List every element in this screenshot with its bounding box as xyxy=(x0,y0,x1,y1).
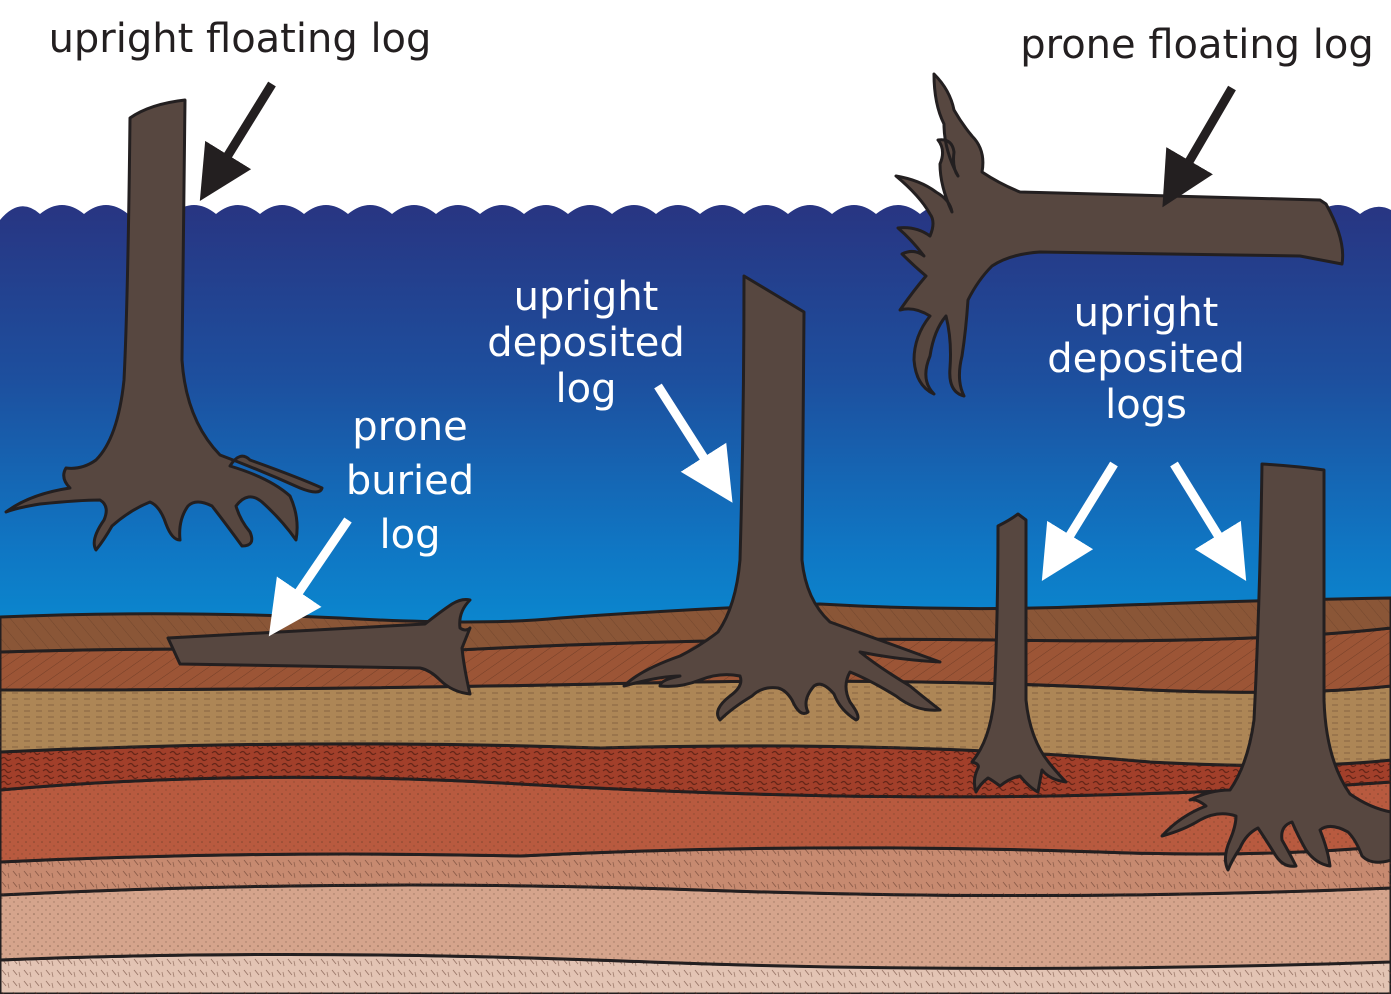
label-upright-deposited-log: upright deposited log xyxy=(470,274,702,412)
log-upright-floating xyxy=(4,98,324,552)
label-line: deposited xyxy=(1047,336,1245,382)
label-prone-buried-log: prone buried log xyxy=(330,400,490,562)
label-line: buried xyxy=(345,458,475,504)
label-line: deposited xyxy=(487,320,685,366)
label-line: logs xyxy=(1105,382,1187,428)
label-line: upright xyxy=(513,274,659,320)
arrow-upright-floating xyxy=(199,81,276,201)
arrows xyxy=(199,81,1247,637)
label-line: upright xyxy=(1073,290,1219,336)
log-upright-deposited-large xyxy=(1160,462,1391,872)
label-upright-deposited-logs: upright deposited logs xyxy=(1030,290,1262,428)
log-upright-deposited-small xyxy=(970,512,1068,794)
arrow-upright-deposited-right xyxy=(1170,461,1247,581)
label-prone-floating-log: prone floating log xyxy=(1020,22,1374,68)
log-upright-deposited xyxy=(622,274,942,722)
label-line: log xyxy=(379,512,441,558)
arrow-prone-buried xyxy=(268,517,352,637)
arrow-upright-deposited-left xyxy=(1041,461,1118,581)
arrow-prone-floating xyxy=(1162,85,1236,208)
log-prone-floating xyxy=(894,72,1345,398)
label-upright-floating-log: upright floating log xyxy=(48,16,432,62)
label-line: prone xyxy=(352,404,468,450)
arrow-upright-deposited xyxy=(654,383,733,503)
label-line: log xyxy=(555,366,617,412)
log-prone-buried xyxy=(166,598,472,696)
